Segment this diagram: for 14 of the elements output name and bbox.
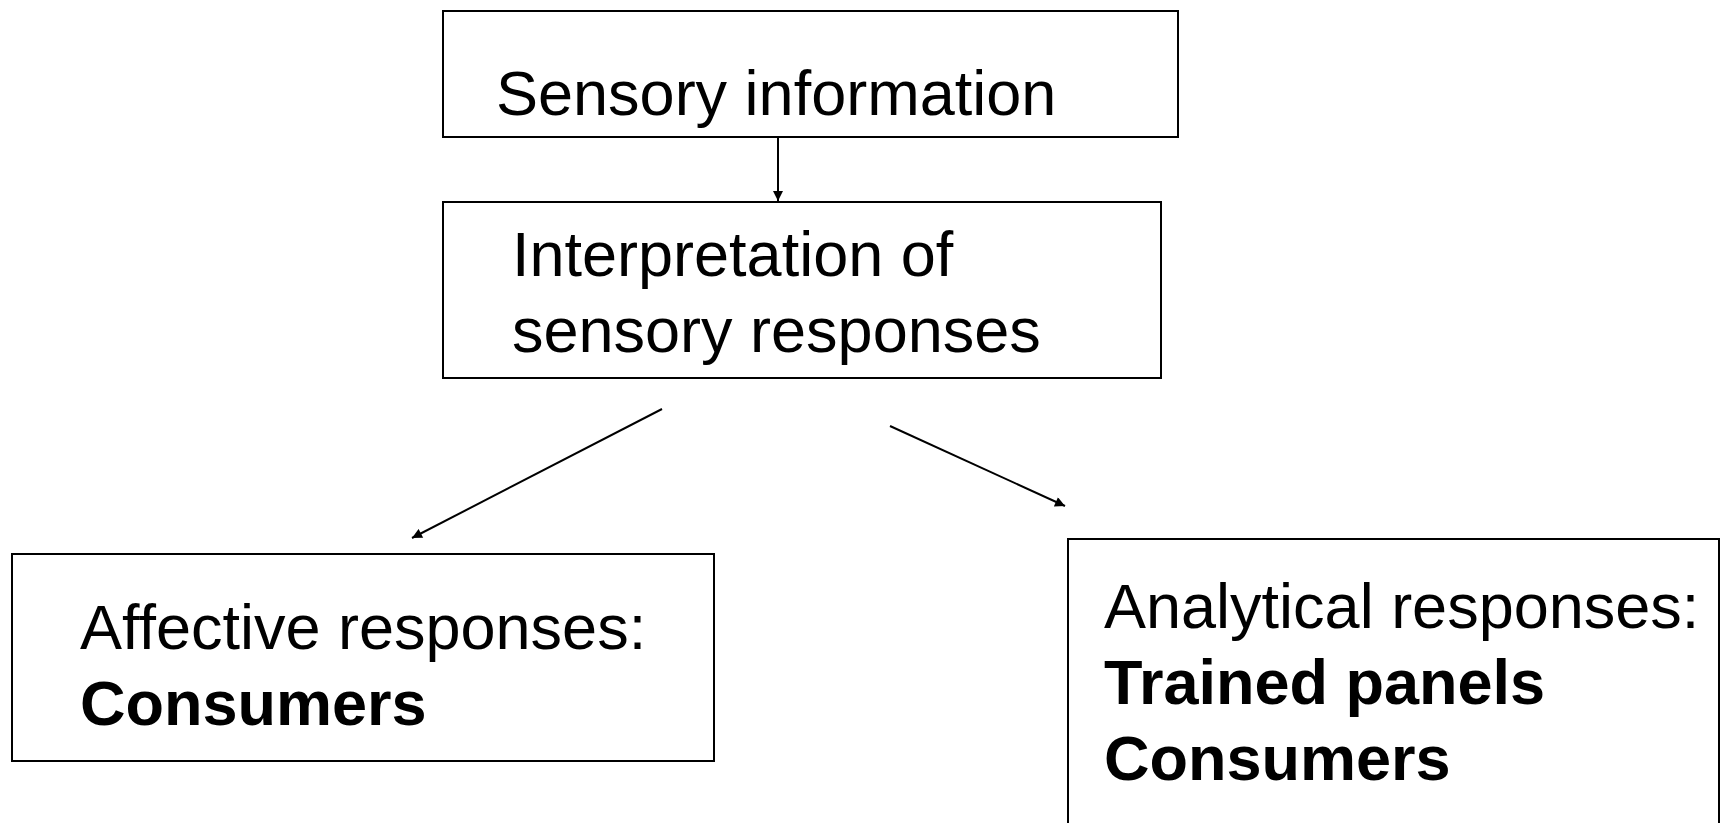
response-box — [1067, 538, 1720, 823]
arrow — [889, 425, 1066, 507]
process-box — [442, 10, 1179, 138]
box-heading: Analytical responses: — [1104, 570, 1701, 643]
box-heading: Sensory information — [496, 57, 1058, 130]
process-box — [442, 201, 1162, 379]
box-text: Consumers — [1104, 722, 1452, 795]
box-text: Trained panels — [1104, 646, 1547, 719]
box-heading: Affective responses: — [80, 591, 648, 664]
arrow — [773, 137, 783, 202]
response-box — [11, 553, 715, 762]
box-text: Consumers — [80, 667, 428, 740]
box-heading: Interpretation of sensory responses — [512, 218, 1042, 367]
arrow — [411, 408, 663, 539]
